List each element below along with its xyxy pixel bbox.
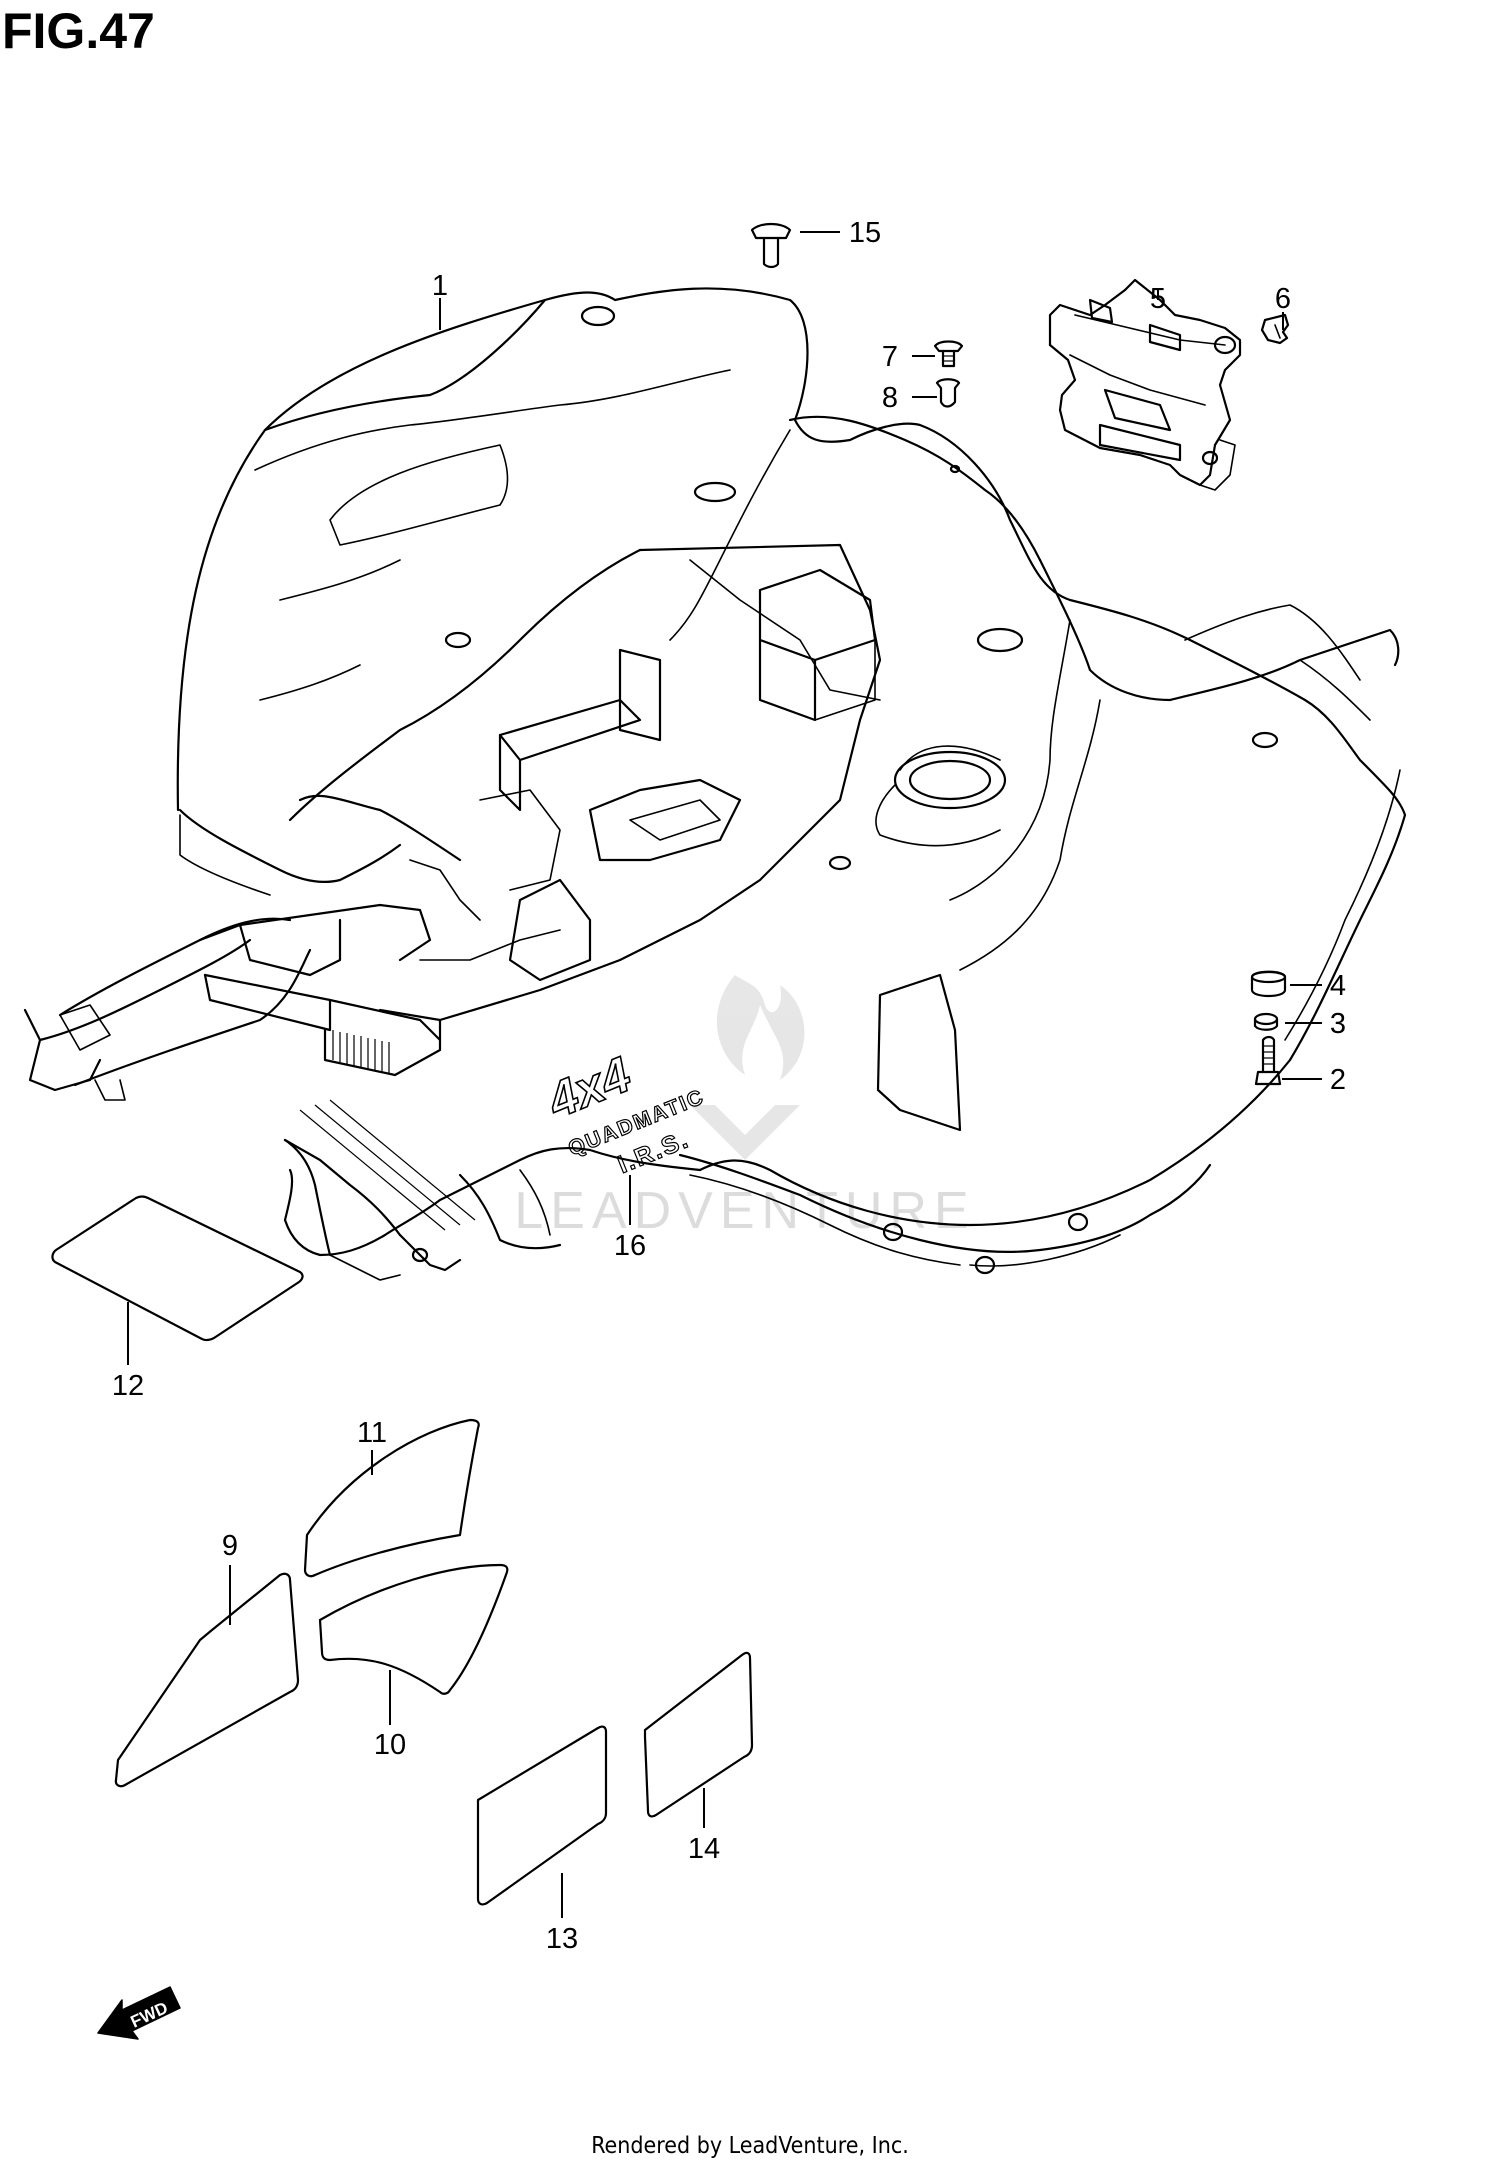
callout-2: 2: [1330, 1064, 1346, 1096]
callout-3: 3: [1330, 1008, 1346, 1040]
bushing-8[interactable]: [935, 378, 961, 408]
bolt-2[interactable]: [1254, 1035, 1282, 1086]
callout-8: 8: [882, 382, 898, 414]
fwd-arrow-icon: FWD: [97, 1986, 181, 2040]
callout-10: 10: [374, 1729, 406, 1761]
callout-11: 11: [357, 1417, 387, 1449]
watermark: LEADVENTURE: [514, 975, 975, 1240]
footer-credit: Rendered by LeadVenture, Inc.: [591, 2133, 909, 2159]
label-12[interactable]: [51, 1195, 304, 1342]
callout-14: 14: [688, 1833, 720, 1865]
collar-3[interactable]: [1253, 1012, 1279, 1031]
callout-9: 9: [222, 1530, 238, 1562]
screw-7[interactable]: [933, 340, 964, 368]
bolt-15[interactable]: [750, 222, 792, 269]
label-13[interactable]: [476, 1725, 608, 1906]
label-11[interactable]: [303, 1418, 480, 1578]
callout-13: 13: [546, 1923, 578, 1955]
bracket-5[interactable]: [1048, 278, 1242, 491]
callout-6: 6: [1275, 283, 1291, 315]
grommet-4[interactable]: [1250, 970, 1287, 998]
callouts: 1 2 3 4 5 6 7 8 9 10 11 12 13 14 15 16: [112, 217, 1346, 1955]
clip-6[interactable]: [1260, 313, 1290, 345]
label-10[interactable]: [318, 1563, 509, 1695]
callout-12: 12: [112, 1370, 144, 1402]
decal-4x4-quadmatic[interactable]: 4x4 QUADMATIC I.R.S.: [538, 1023, 721, 1194]
watermark-text: LEADVENTURE: [514, 1182, 975, 1240]
callout-7: 7: [882, 341, 898, 373]
figure-title: FIG.47: [2, 3, 155, 59]
callout-1: 1: [432, 270, 448, 302]
label-9[interactable]: [114, 1572, 300, 1788]
label-14[interactable]: [643, 1651, 754, 1818]
rear-fender[interactable]: [23, 287, 1407, 1281]
callout-16: 16: [614, 1230, 646, 1262]
callout-5: 5: [1150, 283, 1166, 315]
callout-15: 15: [849, 217, 881, 249]
callout-4: 4: [1330, 970, 1346, 1002]
